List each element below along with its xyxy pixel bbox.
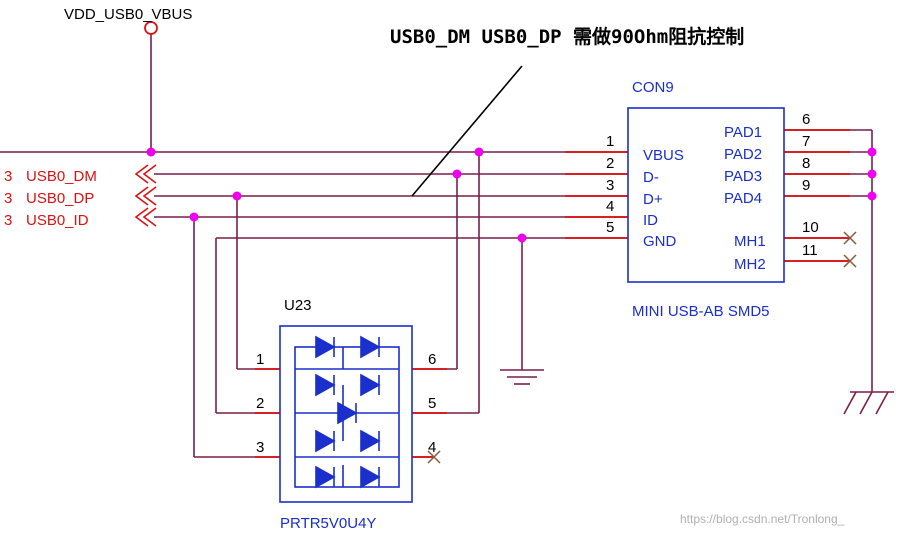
pin-name: MH2: [734, 256, 766, 273]
connector-right-pins: 6 7 8 9 10 11 PAD1 PAD2 PAD3 PAD4 MH1 MH…: [724, 111, 819, 273]
ground-symbol: [500, 369, 544, 385]
junction-dot: [146, 147, 156, 157]
impedance-note: USB0_DM USB0_DP 需做90Ohm阻抗控制: [390, 25, 744, 48]
power-port-symbol: [144, 21, 158, 35]
connector-body: [627, 107, 785, 283]
connector-left-pins: 1 2 3 4 5 VBUS D- D+ ID GND: [606, 133, 684, 250]
tvs-ref: U23: [284, 297, 312, 314]
junction-dot: [232, 191, 242, 201]
pin-number: 1: [256, 351, 264, 368]
pin-name: PAD3: [724, 168, 762, 185]
pin-number: 4: [606, 198, 614, 215]
junction-dots: [146, 147, 877, 243]
chassis-ground-symbol: [843, 391, 894, 415]
junction-dot: [189, 212, 199, 222]
pin-name: D-: [643, 169, 659, 186]
pin-name: VBUS: [643, 147, 684, 164]
net-port-chevrons: [134, 164, 157, 227]
pin-name: D+: [643, 191, 663, 208]
pin-number: 6: [428, 351, 436, 368]
pin-number: 2: [606, 155, 614, 172]
tvs-part: PRTR5V0U4Y: [280, 515, 376, 532]
net-sheet-number: 3: [4, 168, 12, 185]
pin-number: 9: [802, 177, 810, 194]
junction-dot: [452, 169, 462, 179]
tvs-pin-numbers: 1 2 3 6 5 4: [256, 351, 436, 456]
junction-dot: [517, 233, 527, 243]
pin-number: 5: [428, 395, 436, 412]
pin-name: MH1: [734, 233, 766, 250]
connector-part: MINI USB-AB SMD5: [632, 303, 770, 320]
pin-name: PAD2: [724, 146, 762, 163]
power-net-label: VDD_USB0_VBUS: [64, 6, 192, 23]
junction-dot: [474, 147, 484, 157]
pin-number: 6: [802, 111, 810, 128]
tvs-diodes: [315, 335, 381, 489]
no-connect-marks: [427, 231, 857, 464]
net-label-usb0-dm: USB0_DM: [26, 168, 97, 185]
pin-number: 5: [606, 219, 614, 236]
net-sheet-number: 3: [4, 212, 12, 229]
net-label-usb0-id: USB0_ID: [26, 212, 89, 229]
net-labels: 3 USB0_DM 3 USB0_DP 3 USB0_ID: [4, 168, 97, 229]
net-label-usb0-dp: USB0_DP: [26, 190, 94, 207]
pin-number: 3: [606, 177, 614, 194]
connector-ref: CON9: [632, 79, 674, 96]
pin-name: PAD4: [724, 190, 762, 207]
pin-number: 10: [802, 219, 819, 236]
pin-number: 3: [256, 439, 264, 456]
pin-name: GND: [643, 233, 677, 250]
pin-number: 1: [606, 133, 614, 150]
pin-number: 8: [802, 155, 810, 172]
junction-dot: [867, 147, 877, 157]
pin-number: 11: [802, 242, 818, 259]
watermark: https://blog.csdn.net/Tronlong_: [680, 512, 845, 526]
pin-number: 2: [256, 395, 264, 412]
pin-name: ID: [643, 212, 658, 229]
net-sheet-number: 3: [4, 190, 12, 207]
pin-name: PAD1: [724, 124, 762, 141]
junction-dot: [867, 191, 877, 201]
junction-dot: [867, 169, 877, 179]
pin-number: 7: [802, 133, 810, 150]
pin-number: 4: [428, 439, 436, 456]
